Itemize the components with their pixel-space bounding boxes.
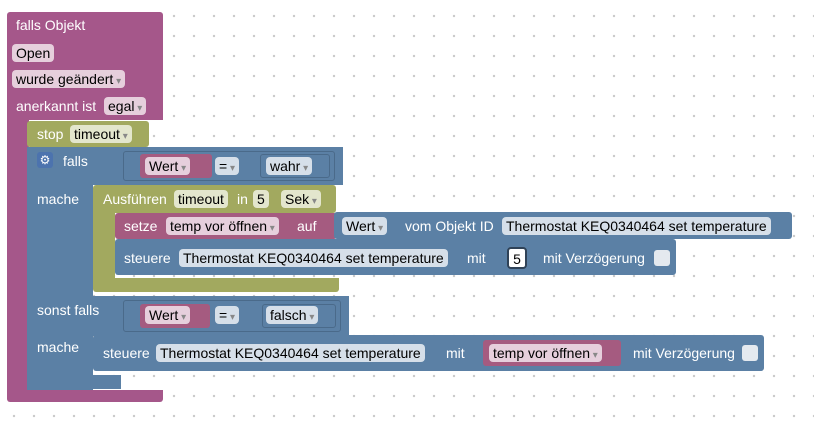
trigger-object-field[interactable]: Open [12, 44, 55, 62]
steuere1-delay-checkbox[interactable] [654, 250, 670, 266]
trigger-block-spine [7, 118, 29, 398]
gear-icon[interactable]: ⚙ [37, 152, 53, 168]
bool-dropdown-falsch[interactable]: falsch [266, 306, 319, 324]
steuere2-label: steuere [103, 345, 150, 361]
operator-dropdown-2[interactable]: = [215, 306, 239, 324]
stop-label: stop [37, 126, 64, 142]
if-block-bottom [27, 375, 121, 389]
bool-dropdown-wahr[interactable]: wahr [266, 157, 313, 175]
operator-dropdown-1[interactable]: = [215, 157, 239, 175]
timeout-unit-dropdown[interactable]: Sek [281, 190, 321, 208]
steuere2-delay-checkbox[interactable] [742, 345, 758, 361]
setze-auf-label: auf [297, 218, 317, 234]
get-object-id-field[interactable]: Thermostat KEQ0340464 set temperature [502, 217, 771, 235]
timeout-in-label: in [237, 191, 248, 207]
stop-timeout-dropdown[interactable]: timeout [70, 125, 132, 143]
setze-label: setze [124, 218, 158, 234]
setze-var-dropdown[interactable]: temp vor öffnen [166, 217, 279, 235]
steuere2-delay-label: mit Verzögerung [633, 345, 735, 361]
if-sonst-falls-label: sonst falls [37, 302, 100, 318]
if-mache-label-2: mache [37, 339, 80, 355]
steuere2-mit-label: mit [446, 345, 465, 361]
get-attr-dropdown[interactable]: Wert [342, 217, 388, 235]
trigger-ack-dropdown[interactable]: egal [104, 97, 147, 115]
if-block-spine-1 [27, 180, 93, 296]
trigger-title: falls Objekt [16, 17, 86, 33]
if-falls-label: falls [63, 153, 88, 169]
trigger-ack-label: anerkannt ist [16, 98, 97, 114]
steuere1-label: steuere [124, 250, 171, 266]
if-mache-label-1: mache [37, 191, 80, 207]
timeout-prefix: Ausführen [103, 191, 167, 207]
wert-dropdown-1[interactable]: Wert [145, 157, 191, 175]
steuere1-mit-label: mit [467, 250, 486, 266]
get-vom-label: vom Objekt ID [405, 218, 494, 234]
trigger-block-bottom [7, 390, 163, 402]
steuere1-object-field[interactable]: Thermostat KEQ0340464 set temperature [179, 249, 448, 267]
steuere1-number-field[interactable]: 5 [507, 247, 527, 269]
timeout-name-field[interactable]: timeout [174, 190, 228, 208]
steuere2-object-field[interactable]: Thermostat KEQ0340464 set temperature [156, 344, 425, 362]
timeout-block-spine [93, 210, 115, 286]
timeout-block-bottom [93, 278, 339, 292]
steuere1-delay-label: mit Verzögerung [543, 250, 645, 266]
trigger-event-dropdown[interactable]: wurde geändert [12, 70, 126, 88]
timeout-value-field[interactable]: 5 [253, 190, 269, 208]
wert-dropdown-2[interactable]: Wert [145, 306, 191, 324]
steuere2-var-dropdown[interactable]: temp vor öffnen [489, 344, 602, 362]
